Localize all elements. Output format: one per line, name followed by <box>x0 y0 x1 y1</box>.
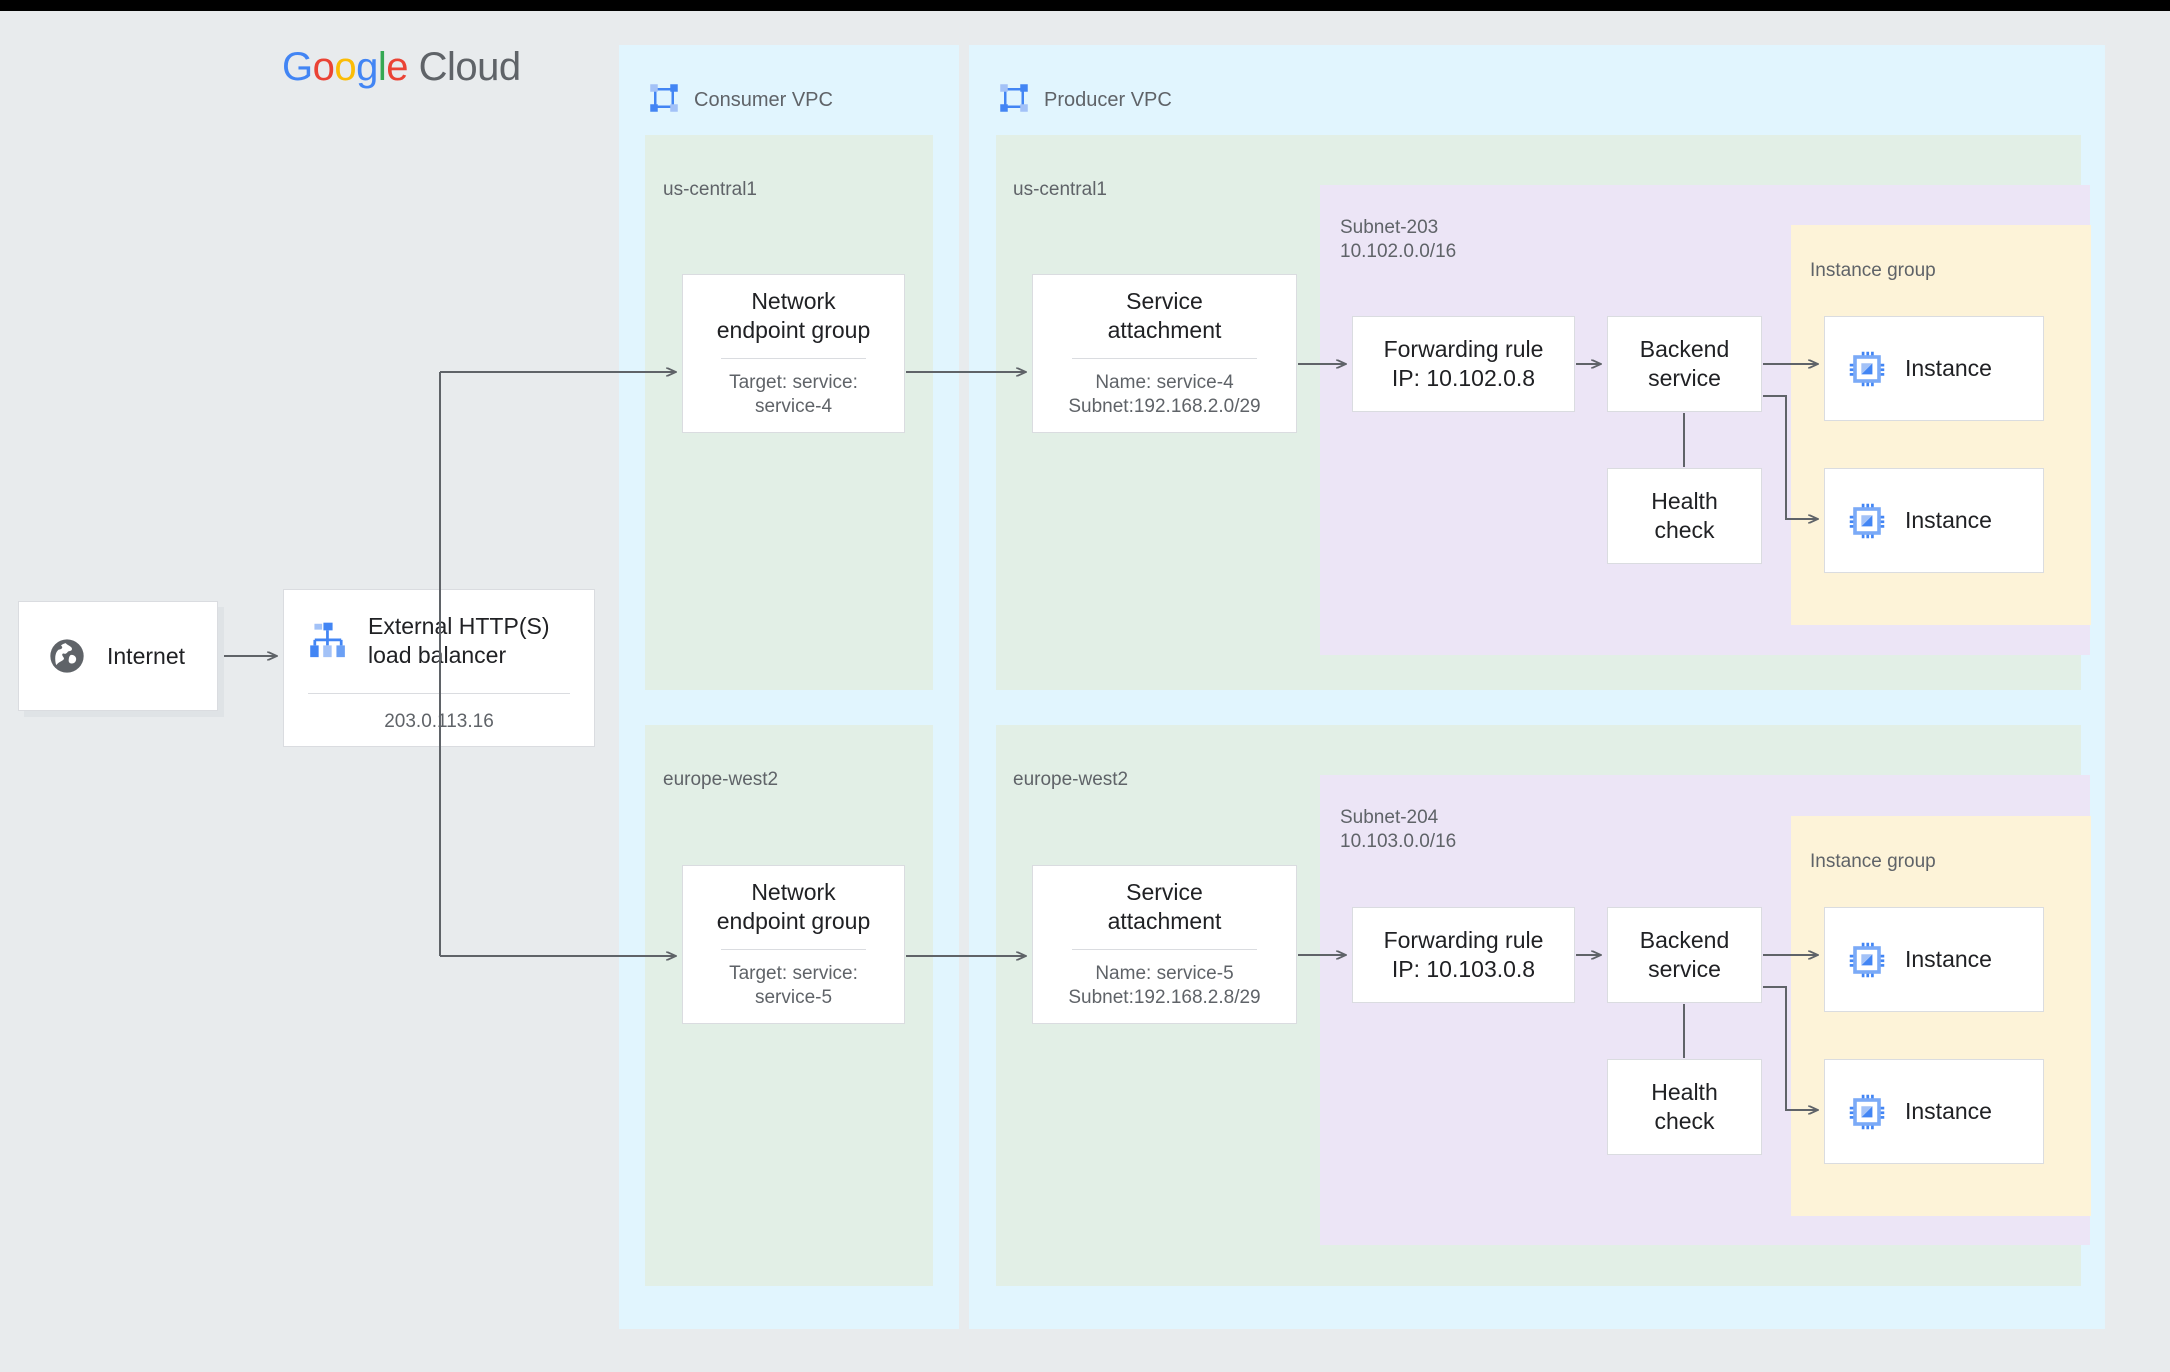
logo-letter-g2: g <box>356 45 378 89</box>
service-attachment-divider-us-central1 <box>1072 357 1257 359</box>
neg-title-us-central1: Network endpoint group <box>716 287 871 344</box>
consumer-region-label-europe-west2: europe-west2 <box>663 769 779 790</box>
internet-label: Internet <box>107 642 185 669</box>
backend-service-europe-west2[interactable]: Backend service <box>1607 907 1762 1003</box>
instance-europe-west2-1[interactable]: Instance <box>1824 907 2044 1012</box>
top-black-bar <box>0 0 2170 11</box>
google-cloud-logo: Google Cloud <box>282 45 521 90</box>
producer-region-label-us-central1: us-central1 <box>1013 179 1107 200</box>
consumer-region-label-us-central1: us-central1 <box>663 179 757 200</box>
diagram-canvas: Google Cloud Consumer VPC us-central1 Ne… <box>0 11 2170 1372</box>
backend-service-us-central1[interactable]: Backend service <box>1607 316 1762 412</box>
neg-subtitle-europe-west2: Target: service: service-5 <box>729 962 858 1009</box>
logo-letter-o2: o <box>334 45 357 89</box>
instance-label: Instance <box>1905 946 1992 972</box>
network-endpoint-group-us-central1[interactable]: Network endpoint group Target: service: … <box>682 274 905 433</box>
vpc-icon-producer <box>999 83 1029 113</box>
instance-europe-west2-2[interactable]: Instance <box>1824 1059 2044 1164</box>
service-attachment-divider-europe-west2 <box>1072 948 1257 950</box>
cpu-icon <box>1849 1094 1885 1130</box>
logo-letter-e: e <box>386 45 409 89</box>
forwarding-rule-text-us-central1: Forwarding rule IP: 10.102.0.8 <box>1383 335 1544 391</box>
forwarding-rule-text-europe-west2: Forwarding rule IP: 10.103.0.8 <box>1383 926 1544 982</box>
service-attachment-title-europe-west2: Service attachment <box>1107 878 1222 935</box>
subnet-204-label: Subnet-204 10.103.0.0/16 <box>1340 807 1457 853</box>
neg-title-europe-west2: Network endpoint group <box>716 878 871 935</box>
instance-group-label-europe-west2: Instance group <box>1810 851 1936 872</box>
health-check-text-europe-west2: Health check <box>1651 1078 1718 1134</box>
producer-region-label-europe-west2: europe-west2 <box>1013 769 1129 790</box>
load-balancer-divider <box>308 692 570 694</box>
forwarding-rule-europe-west2[interactable]: Forwarding rule IP: 10.103.0.8 <box>1352 907 1575 1003</box>
logo-letter-l: l <box>377 45 387 89</box>
cpu-icon <box>1849 351 1885 387</box>
globe-icon <box>47 636 87 676</box>
neg-subtitle-us-central1: Target: service: service-4 <box>729 371 858 418</box>
network-endpoint-group-europe-west2[interactable]: Network endpoint group Target: service: … <box>682 865 905 1024</box>
instance-label: Instance <box>1905 507 1992 533</box>
service-attachment-subtitle-europe-west2: Name: service-5 Subnet:192.168.2.8/29 <box>1068 962 1261 1009</box>
instance-us-central1-2[interactable]: Instance <box>1824 468 2044 573</box>
health-check-us-central1[interactable]: Health check <box>1607 468 1762 564</box>
health-check-text-us-central1: Health check <box>1651 487 1718 543</box>
service-attachment-subtitle-us-central1: Name: service-4 Subnet:192.168.2.0/29 <box>1068 371 1261 418</box>
backend-service-text-europe-west2: Backend service <box>1639 926 1730 982</box>
cpu-icon <box>1849 503 1885 539</box>
instance-label: Instance <box>1905 1098 1992 1124</box>
load-balancer-title: External HTTP(S) load balancer <box>368 613 550 669</box>
load-balancer-ip: 203.0.113.16 <box>384 710 494 732</box>
service-attachment-europe-west2[interactable]: Service attachment Name: service-5 Subne… <box>1032 865 1297 1024</box>
instance-group-label-us-central1: Instance group <box>1810 260 1936 281</box>
forwarding-rule-us-central1[interactable]: Forwarding rule IP: 10.102.0.8 <box>1352 316 1575 412</box>
backend-service-text-us-central1: Backend service <box>1639 335 1730 391</box>
subnet-203-label: Subnet-203 10.102.0.0/16 <box>1340 217 1457 263</box>
logo-letter-o1: o <box>312 45 335 89</box>
logo-letter-g1: G <box>282 45 313 89</box>
service-attachment-us-central1[interactable]: Service attachment Name: service-4 Subne… <box>1032 274 1297 433</box>
health-check-europe-west2[interactable]: Health check <box>1607 1059 1762 1155</box>
vpc-icon-consumer <box>649 83 679 113</box>
logo-word-cloud: Cloud <box>418 45 522 89</box>
consumer-vpc-title: Consumer VPC <box>694 89 833 111</box>
load-balancer-icon <box>306 619 350 663</box>
service-attachment-title-us-central1: Service attachment <box>1107 287 1222 344</box>
instance-label: Instance <box>1905 355 1992 381</box>
producer-vpc-title: Producer VPC <box>1044 89 1172 111</box>
neg-divider-europe-west2 <box>721 948 866 950</box>
cpu-icon <box>1849 942 1885 978</box>
instance-us-central1-1[interactable]: Instance <box>1824 316 2044 421</box>
internet-node[interactable]: Internet <box>18 601 218 711</box>
external-http-load-balancer-node[interactable]: External HTTP(S) load balancer 203.0.113… <box>283 589 595 747</box>
neg-divider-us-central1 <box>721 357 866 359</box>
